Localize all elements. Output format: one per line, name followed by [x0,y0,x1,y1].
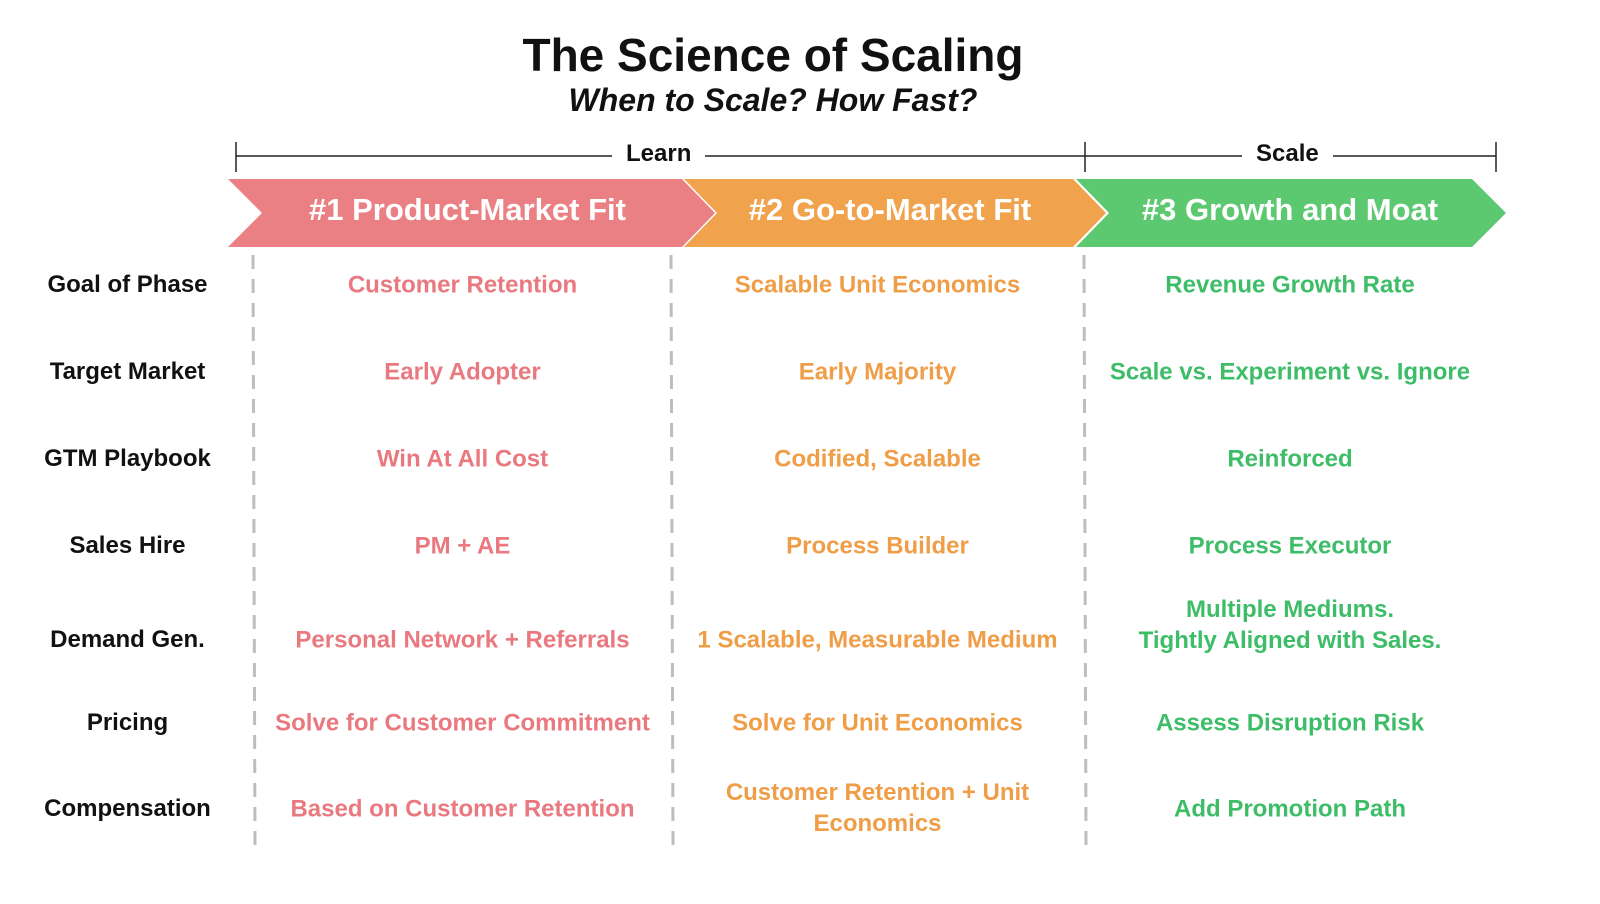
cell: Personal Network + Referrals [295,626,630,654]
stage-label: #1 Product-Market Fit [309,192,626,227]
cell: 1 Scalable, Measurable Medium [697,626,1058,654]
divider [251,254,257,846]
cell: Scalable Unit Economics [734,271,1021,299]
slide-subtitle: When to Scale? How Fast? [568,82,978,118]
stage-arrow-3 [1076,179,1506,247]
cell: Win At All Cost [376,445,549,473]
cell: Revenue Growth Rate [1165,271,1415,299]
divider [1082,254,1088,846]
row-label: Target Market [49,358,206,385]
phase-label-learn: Learn [612,140,706,168]
cell: Assess Disruption Risk [1155,709,1425,737]
cell: Process Executor [1188,532,1392,560]
cell: Reinforced [1227,445,1353,473]
row-label: Compensation [44,795,211,822]
row-label: GTM Playbook [44,445,211,472]
cell: Solve for Customer Commitment [275,709,650,737]
cell: Based on Customer Retention [290,795,635,823]
cell: Solve for Unit Economics [732,709,1023,737]
cell: Add Promotion Path [1174,795,1406,823]
stage-label: #2 Go-to-Market Fit [748,192,1032,227]
cell: PM + AE [414,532,511,560]
row-label: Sales Hire [69,532,186,559]
slide-title: The Science of Scaling [522,29,1024,81]
row-label: Goal of Phase [47,271,208,298]
stage-label: #3 Growth and Moat [1141,192,1439,227]
column-dividers [251,254,1088,846]
cell: Early Majority [798,358,957,386]
cell: Process Builder [786,532,969,560]
row-label: Demand Gen. [50,626,205,653]
row-label: Pricing [86,709,169,736]
cell: Early Adopter [384,358,541,386]
stage-arrow-2 [684,179,1106,247]
phase-label-scale: Scale [1242,140,1333,168]
cell: Customer Retention [347,271,578,299]
cell: Scale vs. Experiment vs. Ignore [1109,358,1471,386]
cell: Codified, Scalable [774,445,981,473]
stage-arrow-1 [228,179,715,247]
cell: Customer Retention + Unit Economics [725,779,1030,837]
divider [669,254,675,846]
cell: Multiple Mediums. Tightly Aligned with S… [1138,596,1442,654]
